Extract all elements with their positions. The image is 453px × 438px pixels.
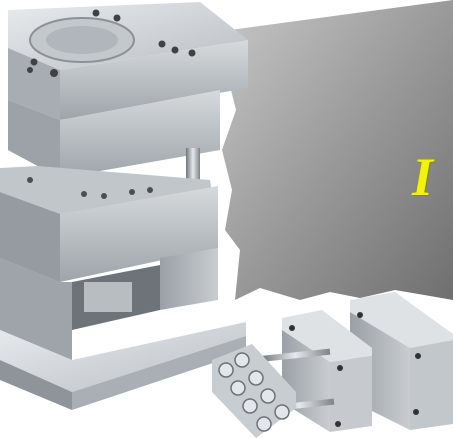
bolt-holes-top (27, 9, 196, 77)
ejector-housing-left (0, 258, 72, 360)
core-plate-top (0, 166, 212, 214)
gray-backdrop (222, 0, 453, 300)
back-plate-top (350, 292, 453, 348)
ejector-housing-right (160, 248, 218, 310)
ejector-block (84, 282, 132, 312)
cavity-plate (8, 90, 220, 178)
middle-plate-top (282, 310, 372, 362)
ejector-pin-heads (218, 352, 290, 432)
caption-letter: I (412, 147, 434, 207)
top-plate-front (8, 48, 60, 120)
base-plate (0, 322, 246, 392)
top-plate-side (60, 40, 248, 120)
ejector-pin-1 (260, 348, 331, 362)
